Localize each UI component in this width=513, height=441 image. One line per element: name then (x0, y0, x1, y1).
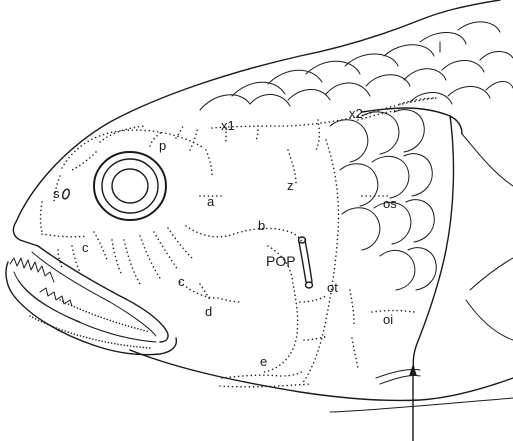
sensory-canals (41, 98, 437, 387)
labels: p s x1 x2 z a b c c d e os ot oi POP (53, 106, 397, 369)
operculum (362, 108, 513, 384)
scales (200, 22, 513, 110)
label-s: s (53, 186, 60, 201)
label-x2: x2 (349, 106, 363, 121)
label-d: d (205, 304, 212, 319)
label-e: e (260, 354, 267, 369)
label-z: z (287, 178, 294, 193)
label-c-upper: c (82, 240, 89, 255)
label-oi: oi (383, 312, 393, 327)
jaws (6, 246, 176, 355)
label-ot: ot (327, 280, 338, 295)
label-os: os (383, 196, 397, 211)
label-b: b (258, 218, 265, 233)
label-x1: x1 (221, 118, 235, 133)
head-outline (13, 0, 513, 412)
label-p: p (159, 138, 166, 153)
label-pop: POP (266, 253, 296, 269)
eye (94, 152, 166, 220)
label-a: a (207, 194, 215, 209)
label-c-lower: c (178, 274, 185, 289)
pop-tube (299, 237, 313, 288)
arrow (409, 364, 417, 441)
nostril (61, 188, 70, 199)
